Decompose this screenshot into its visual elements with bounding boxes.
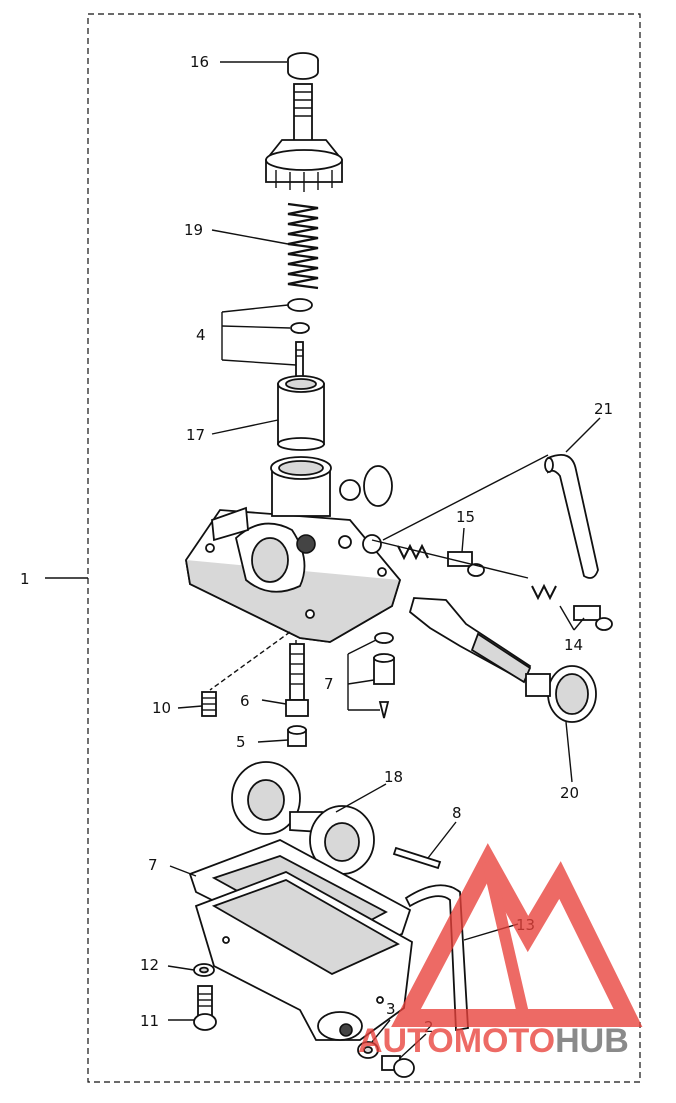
label-21: 21 xyxy=(594,400,613,418)
throttle-valve-icon xyxy=(277,375,325,451)
pin-icon xyxy=(392,846,442,870)
carburetor-body xyxy=(185,456,402,643)
label-7: 7 xyxy=(148,856,158,874)
leader-6 xyxy=(261,699,287,705)
needle-jet-icon xyxy=(285,643,309,717)
label-10: 10 xyxy=(152,699,171,717)
leader-8 xyxy=(427,821,457,859)
leader-9a xyxy=(347,639,377,655)
label-6: 6 xyxy=(240,692,250,710)
leader-10 xyxy=(177,705,203,709)
spring-icon xyxy=(287,202,319,290)
leader-4a xyxy=(221,304,289,313)
screw-icon xyxy=(193,985,217,1031)
needle-valve-icon xyxy=(373,632,395,719)
leader-2 xyxy=(399,1033,427,1059)
label-3: 3 xyxy=(386,1000,396,1018)
leader-21-line xyxy=(382,454,549,541)
leader-14a xyxy=(559,605,575,631)
label-4: 4 xyxy=(196,326,206,344)
label-15: 15 xyxy=(456,508,475,526)
label-17: 17 xyxy=(186,426,205,444)
label-16: 16 xyxy=(190,53,209,71)
air-screw-icon xyxy=(397,543,485,577)
float-bowl xyxy=(194,871,413,1041)
leader-4c xyxy=(221,359,297,366)
leader-14b xyxy=(573,617,585,631)
leader-4b xyxy=(221,325,291,329)
watermark-logo: AUTOMOTOHUB xyxy=(358,843,643,1060)
screw-icon xyxy=(381,1055,415,1078)
label-18: 18 xyxy=(384,768,403,786)
hose-icon xyxy=(544,454,599,579)
leader-9b xyxy=(347,679,375,685)
label-20: 20 xyxy=(560,784,579,802)
label-19: 19 xyxy=(184,221,203,239)
starter-plunger-icon xyxy=(408,597,597,723)
clip-icon xyxy=(287,298,313,387)
pilot-jet-icon xyxy=(201,691,217,717)
label-12: 12 xyxy=(140,956,159,974)
leader-17 xyxy=(211,419,279,435)
label-8: 8 xyxy=(452,804,462,822)
assembly-label: 1 xyxy=(20,570,30,588)
triangle-logo-icon xyxy=(391,843,643,1027)
connector-10 xyxy=(209,631,291,691)
assembly-frame xyxy=(87,13,641,1083)
leader-14-line xyxy=(371,539,529,579)
label-11: 11 xyxy=(140,1012,159,1030)
float-icon xyxy=(231,761,375,875)
leader-19 xyxy=(211,229,289,245)
leader-21 xyxy=(565,417,601,453)
label-9: 7 xyxy=(324,675,334,693)
label-5: 5 xyxy=(236,733,246,751)
watermark-auto: AUTOMOTOHUB xyxy=(358,1022,629,1060)
label-14: 14 xyxy=(564,636,583,654)
leader-7 xyxy=(169,865,197,877)
leader-3 xyxy=(371,1019,391,1043)
leader-12 xyxy=(167,965,195,971)
throttle-screw-icon xyxy=(531,583,613,631)
cap-icon xyxy=(265,52,343,192)
leader-15 xyxy=(461,527,465,553)
washer-icon xyxy=(357,1041,379,1059)
leader-5 xyxy=(257,739,289,743)
leader-18 xyxy=(335,783,387,813)
leader-20 xyxy=(565,721,573,783)
washer-icon xyxy=(193,963,215,977)
jet-icon xyxy=(287,725,307,747)
